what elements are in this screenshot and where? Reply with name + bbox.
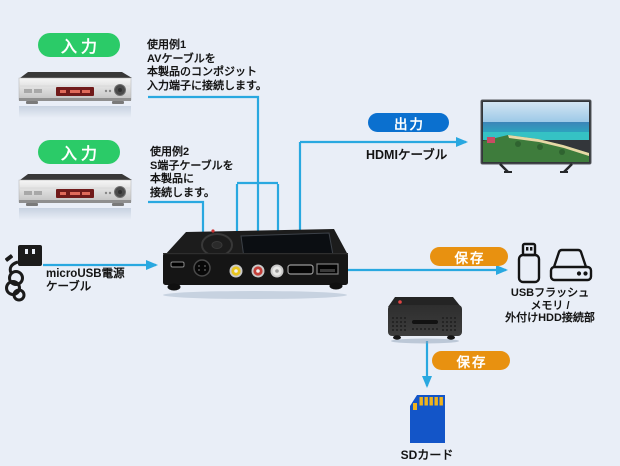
usage-note-2: 使用例2 S端子ケーブルを 本製品に 接続します。 [150, 146, 234, 200]
sd-card-label: SDカード [400, 448, 454, 462]
usb-flash-icon [521, 242, 537, 257]
input-badge-1: 入力 [38, 33, 120, 57]
rca-port-yellow [229, 264, 243, 278]
sd-slot [412, 320, 438, 324]
hdd-icon [552, 248, 588, 268]
usb-storage-label-line1: USBフラッシュ [510, 287, 590, 299]
device-record-led [211, 229, 215, 233]
vent-holes [392, 317, 456, 331]
power-cable-label-line1: microUSB電源 [46, 268, 125, 280]
tv-legs [499, 163, 573, 173]
usb-storage-icons [517, 242, 593, 284]
input-badge-2: 入力 [38, 140, 120, 164]
vcr-image-1 [18, 72, 132, 118]
svideo-port [193, 259, 211, 277]
capture-device-image [163, 229, 348, 299]
recorder-led [398, 300, 402, 304]
output-badge: 出力 [368, 113, 449, 132]
save-badge-sd: 保存 [432, 351, 510, 370]
rca-port-white [270, 264, 284, 278]
power-adapter-icon [5, 245, 42, 302]
usage-note-2-line2: S端子ケーブルを [150, 159, 234, 172]
usb-storage-label: USBフラッシュ メモリ / 外付けHDD接続部 [502, 287, 598, 325]
hdmi-cable-label: HDMIケーブル [366, 148, 448, 162]
sd-card-pins [413, 397, 443, 410]
usage-note-2-line1: 使用例2 [150, 146, 190, 158]
vcr-image-2 [18, 174, 132, 220]
rca-port-red [251, 264, 265, 278]
usb-storage-label-line3: 外付けHDD接続部 [505, 312, 595, 324]
power-cable-label-line2: ケーブル [46, 281, 92, 293]
usb-storage-label-line2: メモリ / [530, 299, 570, 312]
usage-note-1-line4: 入力端子に接続します。 [147, 79, 267, 92]
hdmi-port [287, 264, 314, 275]
usage-note-2-line3: 本製品に [150, 173, 194, 185]
usage-note-1-line1: 使用例1 [147, 39, 187, 51]
usage-note-2-line4: 接続します。 [150, 186, 215, 199]
save-badge-usb: 保存 [430, 247, 508, 266]
power-cable-label: microUSB電源 ケーブル [46, 268, 125, 294]
tv-scene-building [487, 137, 495, 143]
tv-image [480, 99, 592, 173]
usage-note-1-line3: 本製品のコンポジット [147, 66, 257, 78]
sd-card-icon [410, 395, 445, 443]
usage-note-1: 使用例1 AVケーブルを 本製品のコンポジット 入力端子に接続します。 [147, 39, 267, 93]
usb-port [316, 263, 339, 275]
av-cable-line [148, 95, 260, 183]
tv-screen [483, 102, 589, 162]
microusb-port [170, 261, 185, 268]
recorder-box-image [388, 297, 462, 344]
usage-note-1-line2: AVケーブルを [147, 52, 216, 65]
